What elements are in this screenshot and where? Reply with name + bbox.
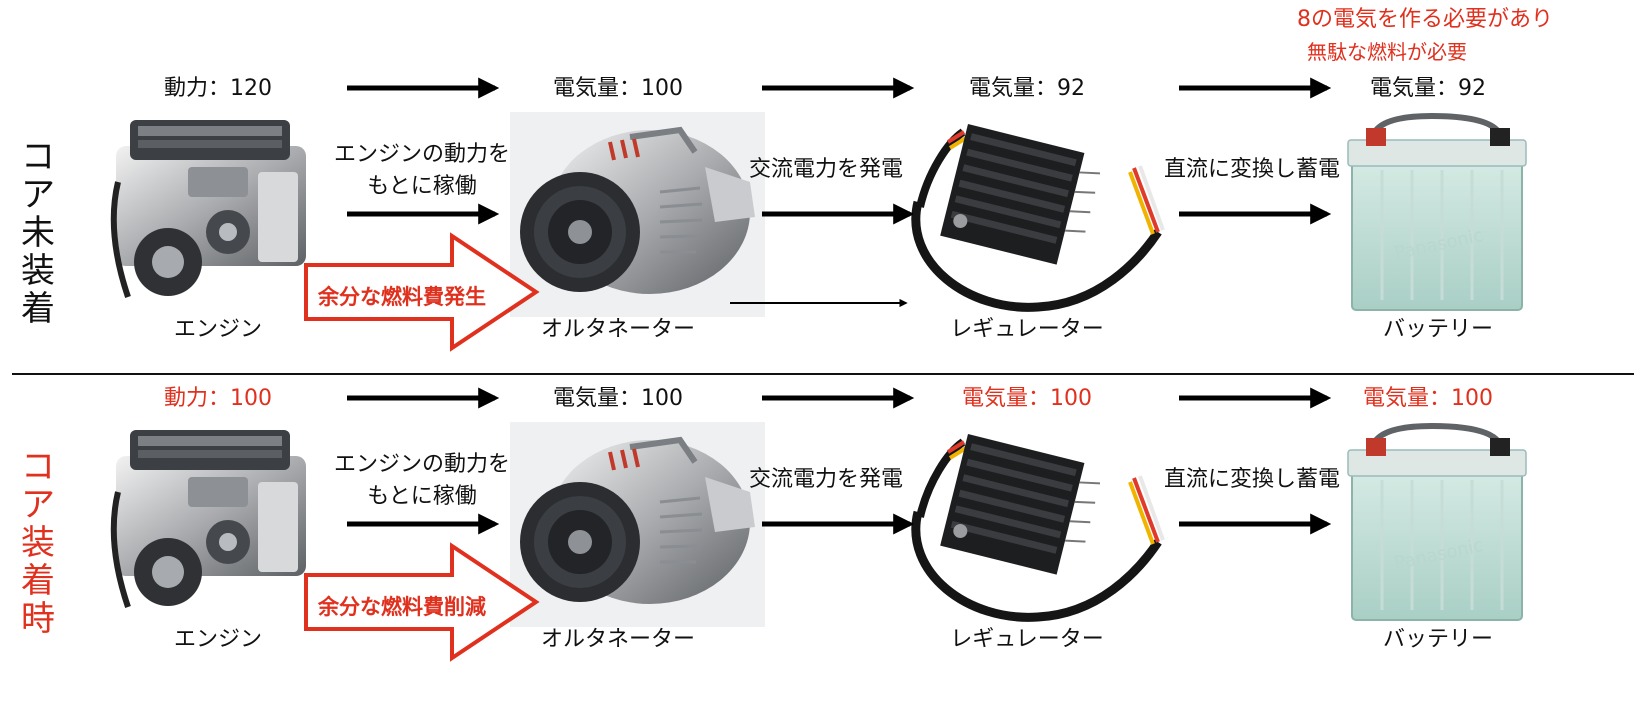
regulator-illustration: [908, 112, 1178, 327]
alternator-label: オルタネーター: [540, 627, 696, 652]
regulator-label: レギュレーター: [950, 627, 1104, 652]
regulator-illustration: [908, 422, 1178, 637]
engine-illustration: [108, 112, 330, 317]
arrow-right: [762, 513, 915, 535]
engine-desc-line2: もとに稼働: [367, 174, 477, 199]
regulator-label: レギュレーター: [950, 317, 1104, 342]
alternator-desc: 交流電力を発電: [748, 467, 904, 492]
regulator-value: 電気量：100: [962, 386, 1092, 411]
regulator-desc: 直流に変換し蓄電: [1163, 157, 1341, 182]
arrow-right: [347, 513, 500, 535]
regulator-value: 電気量：92: [969, 76, 1085, 101]
arrow-right: [1179, 203, 1332, 225]
regulator-desc: 直流に変換し蓄電: [1163, 467, 1341, 492]
engine-illustration: [108, 422, 330, 627]
fuel-arrow-label: 余分な燃料費削減: [318, 595, 486, 619]
arrow-right: [347, 203, 500, 225]
battery-label: バッテリー: [1382, 317, 1494, 342]
alternator-value: 電気量：100: [553, 386, 683, 411]
alternator-illustration: [510, 112, 770, 322]
arrow-right: [762, 77, 915, 99]
note-line2: 無駄な燃料が必要: [1307, 40, 1467, 64]
battery-value: 電気量：92: [1370, 76, 1486, 101]
alternator-desc: 交流電力を発電: [748, 157, 904, 182]
engine-value: 動力：120: [164, 76, 272, 101]
fuel-arrow: [304, 542, 540, 662]
arrow-right: [347, 387, 500, 409]
arrow-right: [347, 77, 500, 99]
engine-desc-line1: エンジンの動力を: [333, 142, 511, 167]
engine-desc-line2: もとに稼働: [367, 484, 477, 509]
alternator-value: 電気量：100: [553, 76, 683, 101]
fuel-arrow-label: 余分な燃料費発生: [318, 285, 486, 309]
arrow-right: [1179, 77, 1332, 99]
arrow-right: [762, 387, 915, 409]
row-label: コア未装着: [21, 137, 55, 329]
engine-label: エンジン: [173, 317, 263, 342]
fuel-arrow: [304, 232, 540, 352]
arrow-right: [762, 203, 915, 225]
engine-label: エンジン: [173, 627, 263, 652]
battery-value: 電気量：100: [1363, 386, 1493, 411]
engine-value: 動力：100: [164, 386, 272, 411]
battery-illustration: Panasonic: [1342, 110, 1537, 320]
row-divider: [12, 373, 1634, 375]
engine-desc-line1: エンジンの動力を: [333, 452, 511, 477]
battery-label: バッテリー: [1382, 627, 1494, 652]
arrow-right: [1179, 513, 1332, 535]
battery-illustration: Panasonic: [1342, 420, 1537, 630]
row-label: コア装着時: [21, 447, 55, 639]
arrow-right: [1179, 387, 1332, 409]
alternator-illustration: [510, 422, 770, 632]
alternator-label: オルタネーター: [540, 317, 696, 342]
loss-arrow: [730, 298, 908, 308]
note-line1: 8の電気を作る必要があり: [1297, 7, 1553, 32]
